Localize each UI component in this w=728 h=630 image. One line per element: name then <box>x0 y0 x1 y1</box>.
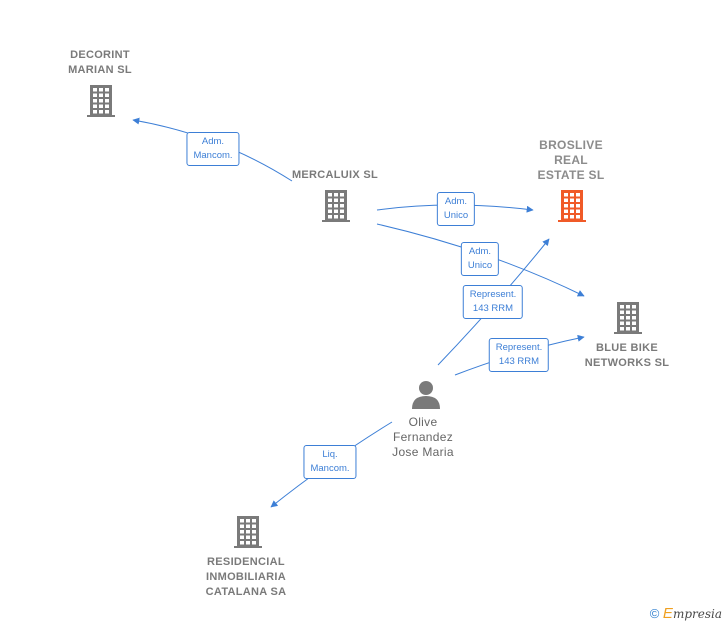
building-icon-mercaluix[interactable] <box>322 190 350 222</box>
label-line: CATALANA SA <box>205 586 287 598</box>
edge-label-line: Adm. <box>201 136 225 147</box>
label-line: NETWORKS SL <box>584 357 670 369</box>
label-line: Jose Maria <box>392 445 454 459</box>
edge-label-line: Adm. <box>468 246 492 257</box>
label-line: DECORINT <box>70 49 130 61</box>
edge-label-line: Mancom. <box>310 463 350 474</box>
copyright-footer[interactable]: © Empresia <box>650 605 722 622</box>
building-icon-decorint[interactable] <box>87 85 115 117</box>
label-line: BROSLIVE <box>539 138 603 152</box>
edge-label-olive-bluebike[interactable]: Represent. 143 RRM <box>488 338 550 372</box>
copyright-icon: © <box>649 606 660 621</box>
edge-label-line: Unico <box>467 260 493 271</box>
label-line: ESTATE SL <box>537 168 605 182</box>
label-line: INMOBILIARIA <box>206 571 286 583</box>
node-label-bluebike[interactable]: BLUE BIKE NETWORKS SL <box>585 341 670 371</box>
empresia-logo-mark: E <box>662 605 673 622</box>
edge-label-mercaluix-decorint[interactable]: Adm. Mancom. <box>186 132 240 166</box>
person-icon-olive[interactable] <box>412 381 440 409</box>
building-icon-broslive[interactable] <box>558 190 586 222</box>
edge-label-mercaluix-bluebike[interactable]: Adm. Unico <box>460 242 500 276</box>
edge-label-olive-broslive[interactable]: Represent. 143 RRM <box>462 285 524 319</box>
label-line: BLUE BIKE <box>596 342 658 354</box>
edge-label-line: Adm. <box>444 196 468 207</box>
building-icon-bluebike[interactable] <box>614 302 642 334</box>
label-line: Fernandez <box>392 430 454 444</box>
label-line: REAL <box>554 153 588 167</box>
node-label-olive[interactable]: Olive Fernandez Jose Maria <box>392 415 454 460</box>
edge-label-line: 143 RRM <box>472 303 514 314</box>
edge-label-line: Mancom. <box>193 150 233 161</box>
node-label-mercaluix[interactable]: MERCALUIX SL <box>292 168 378 183</box>
label-line: MARIAN SL <box>68 64 132 76</box>
node-label-decorint[interactable]: DECORINT MARIAN SL <box>68 48 132 78</box>
label-line: RESIDENCIAL <box>207 556 285 568</box>
icons-layer <box>87 85 642 548</box>
edge-label-line: Unico <box>443 210 469 221</box>
label-line: MERCALUIX SL <box>291 169 379 181</box>
node-label-broslive[interactable]: BROSLIVE REAL ESTATE SL <box>538 138 605 183</box>
edge-label-line: 143 RRM <box>498 356 540 367</box>
label-line: Olive <box>408 415 438 429</box>
edge-label-line: Liq. <box>322 449 338 460</box>
empresia-logo-text: mpresia <box>672 607 722 621</box>
edge-label-olive-residencial[interactable]: Liq. Mancom. <box>303 445 357 479</box>
edge-label-line: Represent. <box>469 289 517 300</box>
node-label-residencial[interactable]: RESIDENCIAL INMOBILIARIA CATALANA SA <box>206 555 287 600</box>
building-icon-residencial[interactable] <box>234 516 262 548</box>
edge-label-line: Represent. <box>495 342 543 353</box>
edge-label-mercaluix-broslive[interactable]: Adm. Unico <box>436 192 476 226</box>
